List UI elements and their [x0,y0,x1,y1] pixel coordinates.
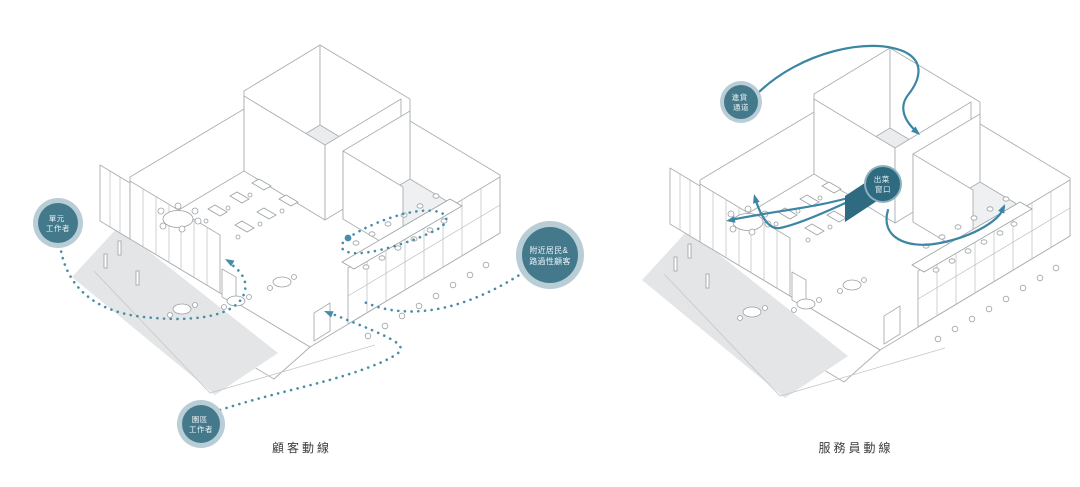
customer-path-park-workers [218,311,402,412]
label-disc [724,85,758,119]
label-text: 附近居民& 路過性顧客 [529,245,571,266]
caption-customer-flow: 顧客動線 [272,440,332,455]
label-disc [522,227,578,283]
label-goods-delivery-passage: 進貨 通道 [720,81,762,123]
label-park-district-workers: 園區 工作者 [177,400,225,448]
label-text: 單元 工作者 [46,214,70,233]
staff-path-to-table-rows [753,196,858,230]
customer-flow-paths [58,209,526,412]
label-text: 出菜 窗口 [874,174,893,194]
building-illustration-left [71,44,501,396]
path-start-dot [344,234,352,242]
label-text: 進貨 通道 [732,92,751,112]
label-text: 園區 工作者 [189,415,213,434]
staff-flow-paths [725,44,1009,246]
caption-staff-flow: 服務員動線 [818,440,893,455]
label-disc [182,405,220,443]
label-nearby-residents-passersby: 附近居民& 路過性顧客 [516,221,584,289]
staff-path-delivery [756,44,920,135]
building-illustration-right [641,47,1071,399]
staff-path-around-long-table [885,205,1006,246]
label-unit-workers: 單元 工作者 [33,198,83,248]
label-serving-window: 出菜 窗口 [845,165,902,222]
customer-loop-dining-table [340,209,448,255]
label-disc [866,167,900,201]
staff-path-to-round-table [728,194,857,222]
label-disc [38,203,78,243]
customer-path-unit-workers [58,243,247,321]
